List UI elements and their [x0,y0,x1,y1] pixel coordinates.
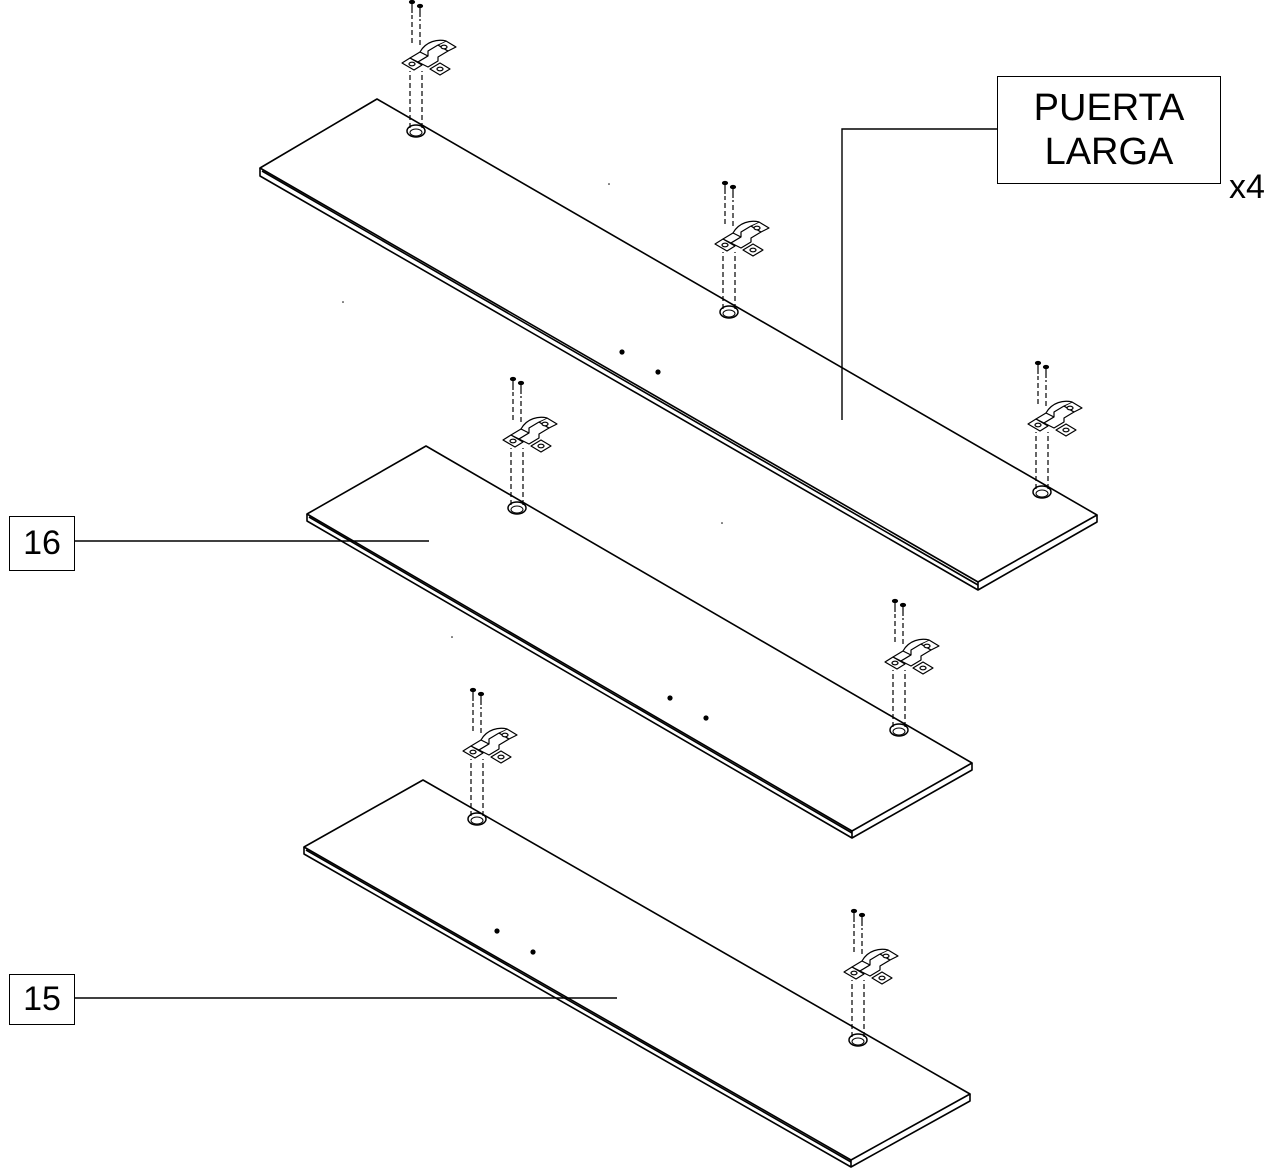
label-puerta-larga-line1: PUERTA [1033,87,1185,129]
leader-lines [75,128,997,999]
hinge-icon [401,0,457,138]
label-part-15: 15 [9,974,75,1025]
dowel-hole-icon [721,522,723,524]
label-part-16: 16 [9,516,75,571]
quantity-label: x4 [1229,168,1265,206]
hinge-icon [462,687,518,826]
dowel-hole-icon [530,949,536,955]
hinge-icon [502,376,558,515]
leader-puerta-larga [841,128,997,420]
hinge-icon [714,180,770,319]
dowel-hole-icon [608,183,610,185]
hinge-icon [843,908,899,1047]
label-puerta-larga-line2: LARGA [1044,131,1174,173]
panel-15 [303,779,971,1168]
dowel-hole-icon [667,695,673,701]
panel-16 [306,445,973,839]
hinge-icon [1027,360,1083,499]
label-puerta-larga: PUERTA LARGA [997,76,1221,184]
dowel-hole-icon [655,369,661,375]
dowel-hole-icon [451,636,453,638]
dowel-hole-icon [342,301,344,303]
dowel-holes [342,183,723,955]
dowel-hole-icon [703,715,709,721]
hinge-icon [884,598,940,737]
panel-puerta-larga [259,98,1098,591]
dowel-hole-icon [494,928,500,934]
dowel-hole-icon [619,349,625,355]
